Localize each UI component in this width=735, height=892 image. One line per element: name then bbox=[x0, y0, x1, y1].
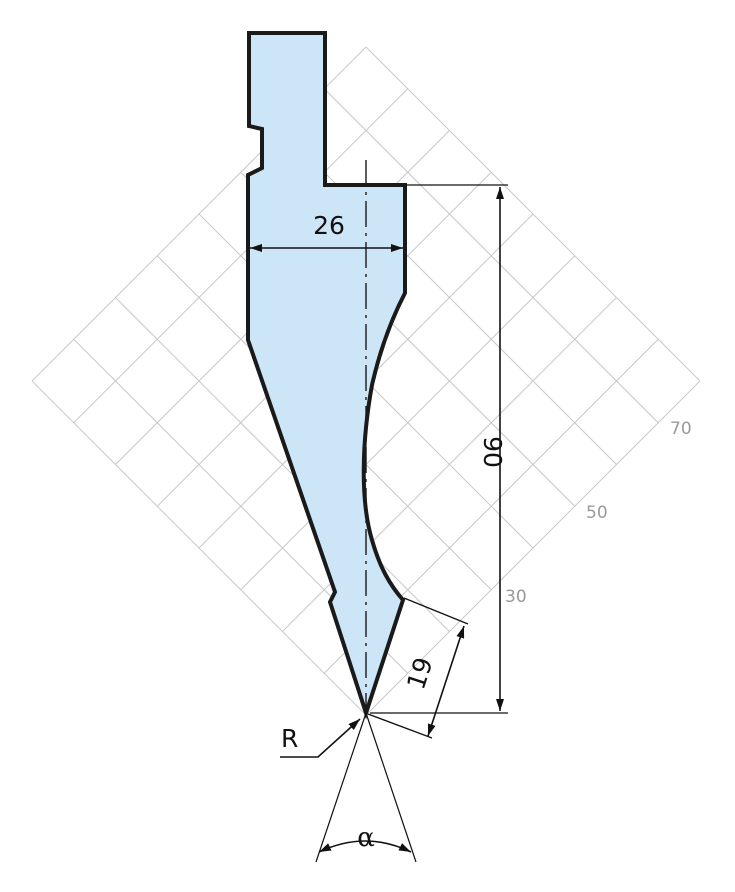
grid-line bbox=[31, 380, 367, 716]
grid-line bbox=[365, 380, 701, 716]
grid-line bbox=[115, 297, 450, 632]
tip-length-dimension-label: 19 bbox=[401, 654, 438, 693]
grid-line bbox=[240, 255, 576, 591]
height-dimension-label: 90 bbox=[478, 436, 507, 468]
angle-dimension: α bbox=[315, 712, 417, 863]
punch-tool-profile bbox=[246, 31, 407, 720]
height-dimension: 90 bbox=[370, 184, 508, 714]
angle-label: α bbox=[357, 823, 375, 853]
width-dimension: 26 bbox=[250, 211, 403, 252]
tip-length-dimension: 19 bbox=[367, 597, 469, 739]
radius-label: R bbox=[281, 724, 298, 753]
width-dimension-label: 26 bbox=[313, 211, 345, 240]
radius-leader: R bbox=[280, 718, 361, 758]
grid-scale-label-70: 70 bbox=[670, 419, 692, 439]
grid-scale-label-50: 50 bbox=[586, 503, 608, 523]
grid-scale-label-30: 30 bbox=[505, 587, 527, 607]
